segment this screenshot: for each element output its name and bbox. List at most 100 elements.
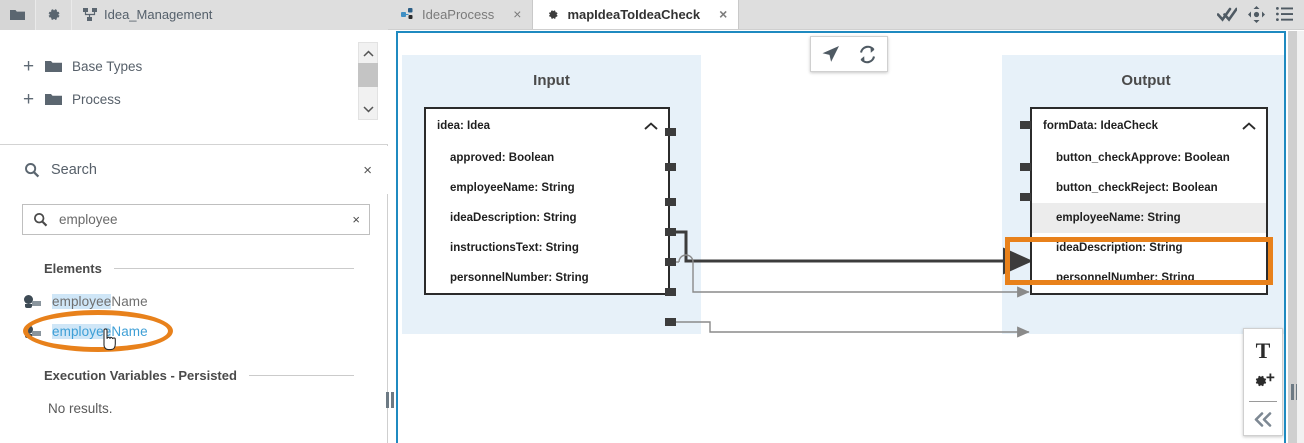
input-port[interactable]	[1020, 193, 1031, 201]
tree-item-process[interactable]: + Process	[0, 83, 388, 116]
input-node[interactable]: idea: Idea approved: Boolean employeeNam…	[424, 107, 670, 295]
scroll-up-icon[interactable]	[358, 43, 378, 63]
add-function-icon[interactable]	[1243, 366, 1283, 397]
pointer-arrow-icon[interactable]	[820, 44, 841, 65]
user-variable-icon	[24, 294, 43, 309]
close-icon[interactable]: ×	[363, 161, 372, 179]
left-panel-toolbar: Idea_Management	[0, 0, 388, 30]
input-field-row[interactable]: approved: Boolean	[450, 152, 555, 164]
divider	[1249, 400, 1277, 402]
close-icon[interactable]: ×	[513, 6, 522, 22]
input-field-row[interactable]: instructionsText: String	[450, 242, 579, 254]
mapping-canvas[interactable]: Input Output	[396, 31, 1286, 443]
close-icon[interactable]: ×	[719, 6, 728, 22]
tab-bar-spacer	[739, 0, 1217, 29]
chevron-up-icon[interactable]	[644, 122, 658, 130]
output-node-header[interactable]: formData: IdeaCheck	[1032, 109, 1266, 143]
input-field-row[interactable]: ideaDescription: String	[450, 212, 577, 224]
scroll-down-icon[interactable]	[358, 99, 378, 119]
scrollbar-thumb[interactable]	[358, 63, 378, 87]
model-tree: + Base Types + Process	[0, 30, 388, 145]
output-node-label: formData: IdeaCheck	[1043, 120, 1159, 132]
process-diagram-icon	[401, 7, 414, 21]
process-model-icon	[83, 8, 97, 21]
folder-icon	[45, 93, 62, 106]
gear-icon[interactable]	[36, 0, 72, 30]
search-input[interactable]: employee ×	[22, 204, 370, 235]
list-item[interactable]: employeeName	[24, 324, 148, 339]
input-field-row[interactable]: employeeName: String	[450, 182, 575, 194]
output-field-row-selected[interactable]: employeeName: String	[1032, 203, 1266, 233]
output-field-row[interactable]: personnelNumber: String	[1056, 272, 1195, 284]
section-execution-variables-label: Execution Variables - Persisted	[44, 368, 237, 383]
output-port[interactable]	[665, 228, 676, 236]
double-check-icon[interactable]	[1217, 7, 1237, 22]
text-tool-icon[interactable]: T	[1243, 335, 1283, 366]
search-icon	[33, 212, 48, 227]
tab-bar-actions	[1217, 0, 1304, 29]
gear-icon	[546, 8, 559, 21]
right-frame-edge	[1297, 31, 1304, 443]
canvas-vertical-scrollbar[interactable]	[1288, 31, 1297, 443]
list-item-suffix: Name	[111, 294, 148, 309]
left-panel: Idea_Management + Base Types + Process	[0, 0, 394, 443]
list-item[interactable]: employeeName	[24, 294, 148, 309]
folder-icon[interactable]	[0, 0, 36, 30]
tab-label: IdeaProcess	[422, 6, 495, 22]
output-node[interactable]: formData: IdeaCheck button_checkApprove:…	[1030, 107, 1268, 295]
tree-item-label: Process	[72, 92, 121, 107]
user-variable-icon	[24, 324, 43, 339]
search-panel-title: Search	[51, 162, 97, 178]
section-elements: Elements	[44, 261, 354, 276]
output-field-row[interactable]: button_checkApprove: Boolean	[1056, 152, 1230, 164]
tab-ideaprocess[interactable]: IdeaProcess ×	[388, 0, 534, 29]
output-port[interactable]	[665, 318, 676, 326]
canvas-top-toolbar	[810, 36, 888, 72]
output-region-title: Output	[1121, 72, 1171, 89]
panel-splitter-handle[interactable]	[386, 392, 395, 408]
tree-item-base-types[interactable]: + Base Types	[0, 50, 388, 83]
breadcrumb-label: Idea_Management	[104, 7, 213, 22]
search-panel-header: Search ×	[0, 146, 388, 194]
expand-icon[interactable]: +	[22, 89, 35, 110]
input-port[interactable]	[1020, 121, 1031, 129]
canvas-right-toolbar: T	[1243, 328, 1283, 436]
search-icon	[24, 162, 40, 178]
canvas-right-border	[1284, 31, 1286, 443]
output-port[interactable]	[665, 163, 676, 171]
output-port[interactable]	[665, 258, 676, 266]
text-tool-glyph: T	[1255, 337, 1271, 363]
output-field-row[interactable]: ideaDescription: String	[1056, 242, 1183, 254]
no-results-text: No results.	[48, 401, 113, 416]
list-item-label[interactable]: employeeName	[52, 324, 148, 339]
expand-icon[interactable]: +	[22, 56, 35, 77]
move-arrows-icon[interactable]	[1248, 5, 1265, 23]
mouse-cursor	[100, 328, 120, 352]
output-field-row[interactable]: button_checkReject: Boolean	[1056, 182, 1218, 194]
output-port[interactable]	[665, 128, 676, 136]
input-node-label: idea: Idea	[437, 120, 491, 132]
section-elements-label: Elements	[44, 261, 102, 276]
input-field-row[interactable]: personnelNumber: String	[450, 272, 589, 284]
refresh-sync-icon[interactable]	[857, 44, 878, 65]
clear-search-icon[interactable]: ×	[352, 212, 360, 227]
input-region-title: Input	[533, 72, 570, 89]
chevron-up-icon[interactable]	[1242, 122, 1256, 130]
output-port[interactable]	[665, 198, 676, 206]
tree-scrollbar[interactable]	[358, 42, 378, 120]
search-input-value[interactable]: employee	[59, 212, 118, 227]
editor-tab-bar: IdeaProcess × mapIdeaToIdeaCheck ×	[388, 0, 1304, 30]
list-icon[interactable]	[1276, 7, 1293, 21]
breadcrumb[interactable]: Idea_Management	[72, 0, 388, 30]
folder-icon	[45, 60, 62, 73]
section-execution-variables: Execution Variables - Persisted	[44, 368, 354, 383]
collapse-chevrons-icon[interactable]	[1243, 404, 1283, 435]
output-port[interactable]	[665, 288, 676, 296]
divider	[248, 375, 354, 376]
input-node-header[interactable]: idea: Idea	[426, 109, 668, 143]
match-highlight: employee	[52, 324, 112, 339]
input-port[interactable]	[1020, 163, 1031, 171]
list-item-label: employeeName	[52, 294, 148, 309]
tab-label: mapIdeaToIdeaCheck	[567, 6, 701, 22]
tab-mapideatoideacheck[interactable]: mapIdeaToIdeaCheck ×	[533, 0, 740, 29]
